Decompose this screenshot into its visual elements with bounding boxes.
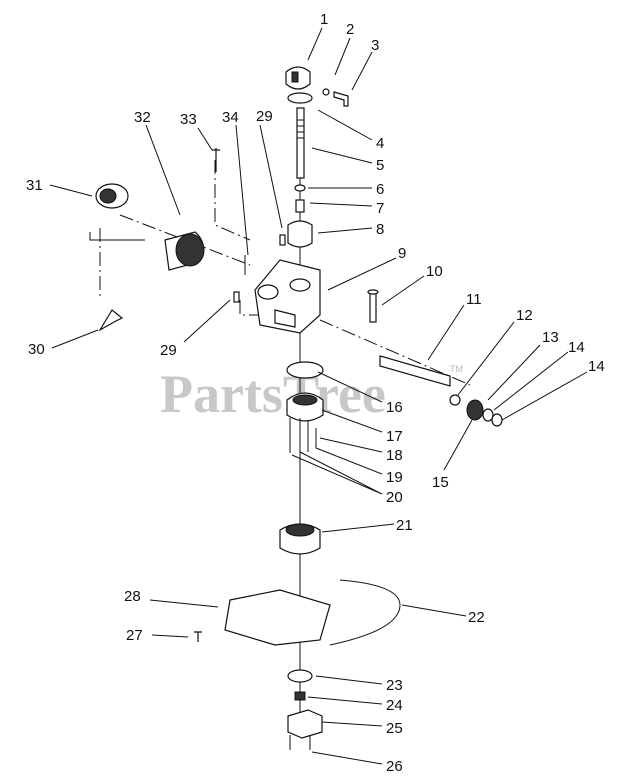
callout-21: 21	[396, 517, 413, 534]
callout-16: 16	[386, 399, 403, 416]
part-30-clip	[98, 309, 124, 332]
callout-27: 27	[126, 627, 143, 644]
part-8-collar	[287, 220, 313, 248]
part-10-bolt	[367, 289, 379, 323]
callout-5: 5	[376, 157, 384, 174]
callout-3: 3	[371, 37, 379, 54]
callout-31: 31	[26, 177, 43, 194]
callout-13: 13	[542, 329, 559, 346]
part-14b-washer	[491, 413, 503, 427]
shaft-centerline	[319, 319, 471, 386]
callout-32: 32	[134, 109, 151, 126]
part-9-housing	[254, 259, 321, 334]
part-5-shaft	[296, 107, 305, 179]
part-32-pulley	[164, 231, 205, 271]
callout-29a: 29	[256, 108, 273, 125]
callout-14a: 14	[568, 339, 585, 356]
callout-7: 7	[376, 200, 384, 217]
callout-28: 28	[124, 588, 141, 605]
part-11-shaft	[379, 355, 451, 387]
part-1-cap	[285, 66, 311, 90]
callout-18: 18	[386, 447, 403, 464]
part-6-ring	[294, 184, 306, 192]
callout-8: 8	[376, 221, 384, 238]
callout-1: 1	[320, 11, 328, 28]
callout-23: 23	[386, 677, 403, 694]
trademark-mark: TM	[450, 364, 463, 374]
part-2-pin	[322, 88, 330, 96]
pin-centerline	[214, 160, 251, 241]
callout-20: 20	[386, 489, 403, 506]
callout-29b: 29	[160, 342, 177, 359]
callout-6: 6	[376, 181, 384, 198]
callout-26: 26	[386, 758, 403, 775]
part-3-screw	[333, 91, 349, 107]
callout-11: 11	[466, 291, 482, 308]
part-24-nut	[294, 691, 306, 701]
callout-17: 17	[386, 428, 403, 445]
callout-22: 22	[468, 609, 485, 626]
callout-24: 24	[386, 697, 403, 714]
bracket-line	[89, 232, 145, 241]
part-33-pin	[212, 148, 220, 172]
callout-12: 12	[516, 307, 533, 324]
parts-18-20-pins	[289, 418, 317, 453]
part-16-ring	[286, 361, 324, 379]
leader-lines	[49, 27, 588, 765]
callout-14b: 14	[588, 358, 605, 375]
part-21-bearing	[279, 523, 321, 555]
part-7-spring	[295, 199, 305, 213]
part-25-block	[287, 709, 323, 739]
callout-4: 4	[376, 135, 384, 152]
callout-2: 2	[346, 21, 354, 38]
part-4-washer	[287, 92, 313, 104]
part-12-ring	[449, 394, 461, 406]
callout-30: 30	[28, 341, 45, 358]
part-26-screws	[289, 735, 311, 750]
part-13-gear	[466, 399, 484, 421]
callout-34: 34	[222, 109, 239, 126]
callout-10: 10	[426, 263, 443, 280]
callout-33: 33	[180, 111, 197, 128]
callout-15: 15	[432, 474, 449, 491]
part-29a-pin	[279, 234, 286, 246]
part-22-blade	[329, 579, 401, 646]
shaft-grooves	[297, 119, 304, 139]
part-28-plate	[224, 589, 331, 646]
part-29b-pin	[233, 291, 240, 303]
callout-19: 19	[386, 469, 403, 486]
callout-25: 25	[386, 720, 403, 737]
part-17-gear-housing	[286, 392, 324, 422]
part-27-screw	[194, 631, 202, 642]
callout-labels: 1 2 3 4 5 6 7 8 9 10 11 12 13 14 14 15 1…	[26, 11, 605, 775]
part-23-ring	[287, 669, 313, 683]
callout-9: 9	[398, 245, 406, 262]
part-31-bearing	[95, 183, 129, 209]
partstree-watermark: PartsTree	[160, 364, 386, 424]
part-14a-washer	[482, 408, 494, 422]
